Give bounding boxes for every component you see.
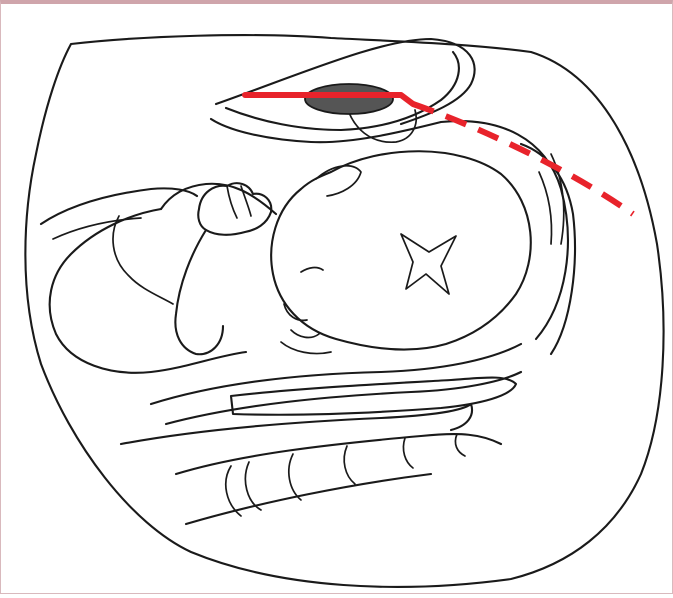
fetal-eye [301,268,323,272]
cesarean-section-illustration [1,4,673,598]
fetal-head [271,151,531,349]
lower-uterine-segment-2 [166,372,521,424]
spine-lower-outline [186,474,431,524]
vertebra-3 [344,446,355,484]
fetal-arm [175,230,223,354]
fetal-ear [316,166,361,196]
fetal-hand [198,183,271,235]
abdominal-wall-inner-layer [211,119,568,339]
vaginal-canal [231,378,516,415]
fetal-torso-fold [113,216,173,304]
fetal-leg-crease [53,218,141,239]
vertebra-4 [403,438,413,468]
vertebra-2 [289,454,301,500]
vertebra-5 [455,434,465,456]
fetal-leg [41,188,197,224]
spine-outline [176,434,501,474]
fetal-fingers [227,186,251,218]
uterine-wall-right-inner [539,172,552,244]
incision-line-dashed [413,104,633,214]
fetal-chin [281,342,331,354]
bladder-marker [305,84,393,114]
fontanelle [401,234,456,294]
